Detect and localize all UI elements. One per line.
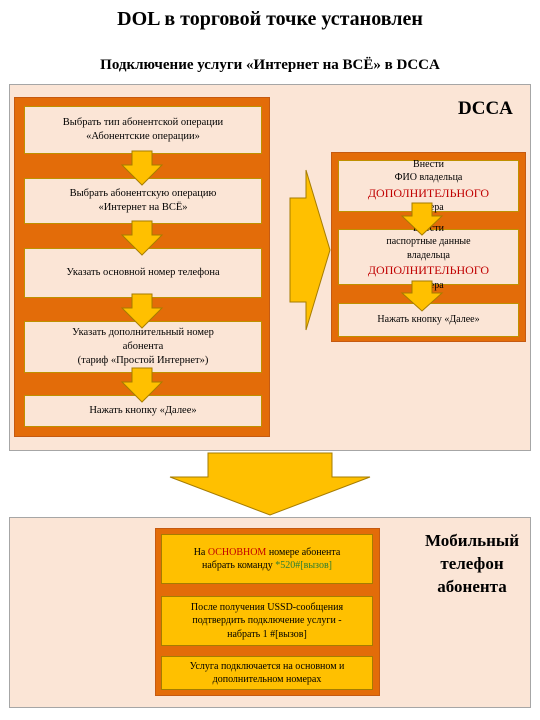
- dol-step-4-line-3: (тариф «Простой Интернет»): [77, 355, 209, 367]
- down-arrow-icon: [400, 280, 444, 312]
- mobile-step-1-pre: На: [193, 546, 208, 558]
- down-arrow-icon: [120, 220, 164, 256]
- down-arrow-icon: [400, 202, 444, 236]
- mobile-label-line-1: Мобильный: [424, 531, 519, 550]
- dcca-step-3-text: Нажать кнопку «Далее»: [377, 314, 480, 326]
- mobile-step-2-line-1: После получения USSD-сообщения: [190, 601, 344, 613]
- mobile-step-1-highlight: ОСНОВНОМ: [207, 546, 267, 558]
- mobile-label-line-3: абонента: [437, 576, 507, 596]
- mobile-step-2: После получения USSD-сообщения подтвердит…: [161, 596, 373, 646]
- mobile-step-1: На ОСНОВНОМ номере абонента набрать коман…: [161, 534, 373, 584]
- dol-step-5-line-1: Нажать кнопку «Далее»: [89, 404, 197, 416]
- dol-step-2-line-2: «Интернет на ВСЁ»: [98, 202, 188, 213]
- mobile-label-line-2: телефон: [440, 553, 504, 573]
- dcca-step-2: Внестипаспортные данныевладельцаДОПОЛНИТ…: [338, 223, 519, 291]
- dol-step-2-line-1: Выбрать абонентскую операцию: [69, 187, 217, 199]
- page-title: DOL в торговой точке установлен: [117, 8, 423, 30]
- dol-step-1-line-1: Выбрать тип абонентской операции: [62, 116, 224, 128]
- mobile-step-2-line-2: подтвердить подключение услуги -: [192, 615, 342, 627]
- dcca-label: DCCA: [458, 98, 513, 119]
- down-arrow-icon: [120, 293, 164, 329]
- dcca-step-2-highlight: ДОПОЛНИТЕЛЬНОГО: [367, 263, 490, 278]
- big-down-arrow-icon: [169, 452, 371, 516]
- mobile-step-3: Услуга подключается на основном и дополни…: [161, 656, 373, 690]
- dcca-step-1-line-1: Внести: [413, 158, 444, 170]
- mobile-step-3-line-2: дополнительном номерах: [212, 674, 322, 685]
- dcca-step-2-line-2: паспортные данные: [386, 236, 471, 248]
- down-arrow-icon: [120, 367, 164, 403]
- dol-step-1-line-2: «Абонентские операции»: [86, 131, 200, 142]
- mobile-step-1-command: *520#[вызов]: [275, 560, 332, 571]
- mobile-phone-label: Мобильный телефон абонента: [410, 530, 534, 599]
- dcca-step-1-line-2: ФИО владельца: [394, 172, 463, 183]
- dol-step-3-line-1: Указать основной номер телефона: [66, 266, 220, 278]
- mobile-step-2-line-3: набрать 1 #[вызов]: [227, 628, 307, 640]
- mobile-step-1-post: номере абонента: [266, 546, 341, 558]
- dol-step-3: Указать основной номер телефона: [24, 248, 262, 298]
- dol-step-4: Указать дополнительный номер абонента (тар…: [24, 321, 262, 373]
- page-subtitle: Подключение услуги «Интернет на ВСЁ» в D…: [100, 57, 440, 73]
- mobile-step-1-line-2: набрать команду: [201, 560, 276, 571]
- dol-step-4-line-2: абонента: [122, 340, 164, 352]
- right-arrow-icon: [289, 169, 331, 331]
- down-arrow-icon: [120, 150, 164, 186]
- mobile-step-3-line-1: Услуга подключается на основном и: [189, 660, 345, 672]
- dcca-step-2-line-3: владельца: [407, 249, 450, 261]
- dcca-step-1-highlight: ДОПОЛНИТЕЛЬНОГО: [367, 185, 490, 200]
- dol-step-1: Выбрать тип абонентской операции «Абонент…: [24, 106, 262, 154]
- dol-step-4-line-1: Указать дополнительный номер: [72, 326, 214, 338]
